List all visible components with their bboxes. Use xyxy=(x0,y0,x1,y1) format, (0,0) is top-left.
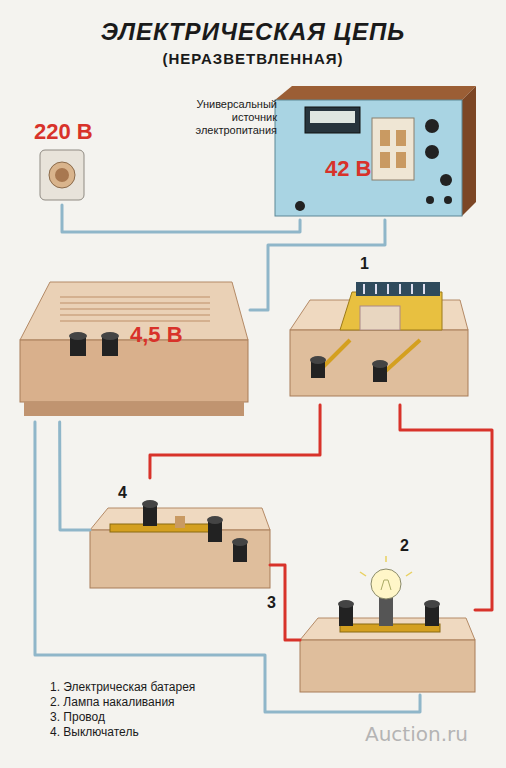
lamp xyxy=(300,556,475,692)
watermark: Auction.ru xyxy=(365,722,468,746)
legend-item: 1. Электрическая батарея xyxy=(50,680,195,695)
device-box: 4 xyxy=(90,478,270,593)
legend-item: 2. Лампа накаливания xyxy=(50,695,195,710)
wire xyxy=(60,422,90,530)
switch xyxy=(90,500,270,588)
device-box: 220 В xyxy=(30,115,110,205)
battery-stand xyxy=(290,282,468,396)
wire xyxy=(250,220,385,310)
power-supply xyxy=(275,86,476,216)
transformer xyxy=(20,282,248,416)
wall-outlet xyxy=(40,150,84,200)
poster-subtitle: (НЕРАЗВЕТВЛЕННАЯ) xyxy=(0,50,506,67)
voltage-label: 4,5 В xyxy=(130,322,183,348)
voltage-label: 42 В xyxy=(325,156,371,182)
callout-number: 3 xyxy=(266,594,277,612)
voltage-label: 220 В xyxy=(34,119,93,145)
wire xyxy=(35,422,420,712)
device-box: Универсальный источник электропитания 42 … xyxy=(185,90,467,220)
legend-item: 4. Выключатель xyxy=(50,725,195,740)
callout-number: 4 xyxy=(118,484,127,502)
poster-title: ЭЛЕКТРИЧЕСКАЯ ЦЕПЬ xyxy=(0,18,506,46)
legend-list: 1. Электрическая батарея2. Лампа накалив… xyxy=(50,680,195,740)
wire xyxy=(62,205,300,232)
wire xyxy=(150,405,320,478)
device-box: 4,5 В xyxy=(15,262,250,422)
callout-number: 2 xyxy=(400,537,409,555)
wire xyxy=(400,405,492,610)
device-box: 2 xyxy=(300,535,475,695)
device-box: 1 xyxy=(290,255,470,405)
callout-number: 1 xyxy=(360,255,369,273)
legend-item: 3. Провод xyxy=(50,710,195,725)
device-heading: Универсальный источник электропитания xyxy=(185,98,277,137)
